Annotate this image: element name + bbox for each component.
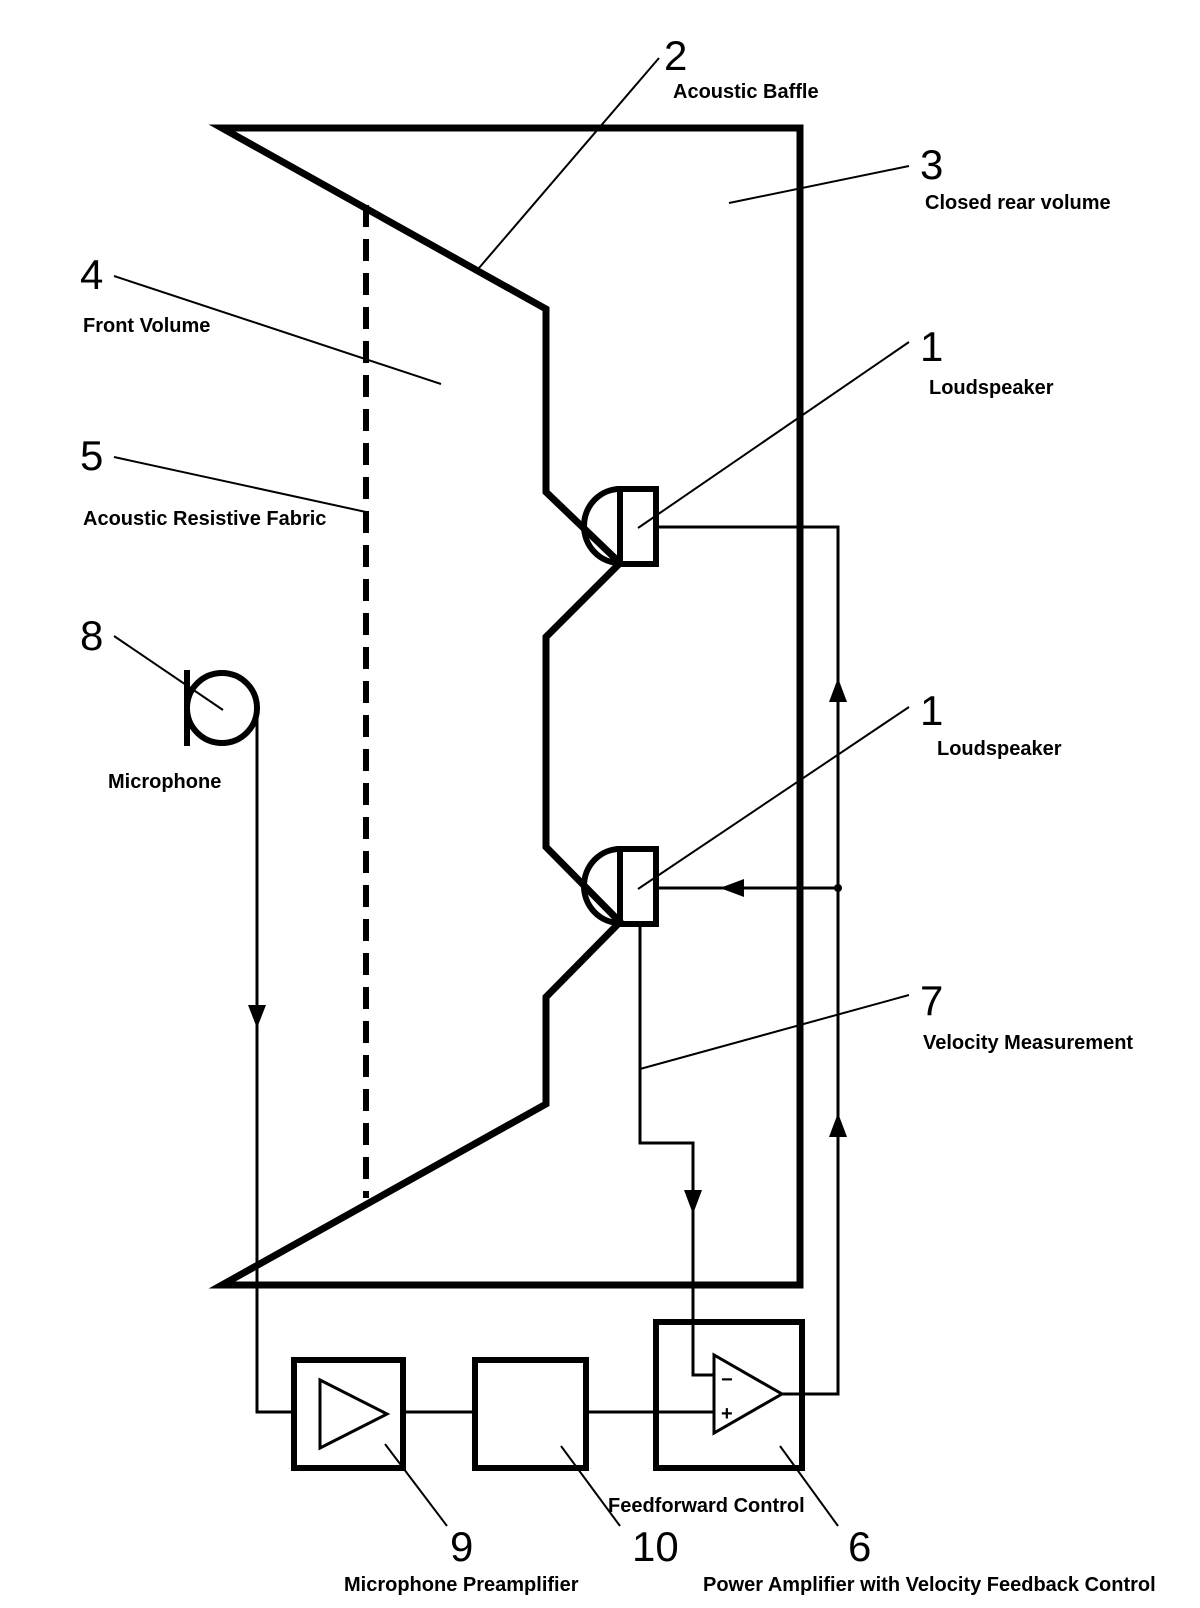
- power-amp-block: [653, 1319, 805, 1471]
- drive-arrow: [720, 879, 744, 897]
- callout-number-loudspeaker-top: 1: [920, 323, 943, 370]
- velocity-arrow: [684, 1190, 702, 1214]
- callout-number-microphone: 8: [80, 612, 103, 659]
- leader-preamp: [384, 1443, 448, 1527]
- mic-signal-arrow: [248, 1005, 266, 1028]
- loudspeaker-bottom: [581, 846, 659, 927]
- callout-label-feedforward: Feedforward Control: [608, 1495, 805, 1517]
- microphone-symbol: [184, 670, 260, 746]
- leader-loudspeaker-top: [637, 341, 910, 529]
- feedback-arrow-lower: [829, 1113, 847, 1137]
- leader-velocity: [639, 994, 910, 1070]
- callout-label-loudspeaker-bottom: Loudspeaker: [937, 738, 1062, 760]
- loudspeaker-top: [581, 486, 659, 567]
- leader-feedforward: [560, 1445, 621, 1527]
- callout-label-fabric: Acoustic Resistive Fabric: [83, 508, 326, 530]
- callout-number-rear-volume: 3: [920, 141, 943, 188]
- mic-signal-wire: [255, 708, 294, 1414]
- amp-output-wire: [656, 525, 840, 1396]
- callout-label-power-amp: Power Amplifier with Velocity Feedback C…: [703, 1574, 1156, 1596]
- feedback-arrow-upper: [829, 678, 847, 702]
- callout-number-front-volume: 4: [80, 251, 103, 298]
- callout-number-velocity: 7: [920, 977, 943, 1024]
- callout-label-microphone: Microphone: [108, 771, 221, 793]
- junction-dot: [834, 884, 842, 892]
- callout-label-loudspeaker-top: Loudspeaker: [929, 377, 1054, 399]
- callout-number-preamp: 9: [450, 1523, 473, 1570]
- feedforward-block: [472, 1357, 589, 1471]
- callout-label-baffle: Acoustic Baffle: [673, 81, 819, 103]
- callout-label-rear-volume: Closed rear volume: [925, 192, 1111, 214]
- callout-label-preamp: Microphone Preamplifier: [344, 1574, 579, 1596]
- callout-number-baffle: 2: [664, 32, 687, 79]
- leader-loudspeaker-bottom: [637, 706, 910, 890]
- callout-number-feedforward: 10: [632, 1523, 679, 1570]
- leader-baffle: [478, 57, 660, 269]
- leader-power-amp: [779, 1445, 839, 1527]
- preamp-block: [291, 1357, 406, 1471]
- velocity-measurement-wire: [638, 924, 714, 1377]
- opamp-triangle: [712, 1352, 786, 1436]
- leader-fabric: [113, 456, 367, 513]
- enclosure-outline: [208, 124, 804, 1289]
- leader-microphone: [113, 635, 224, 711]
- preamp-triangle: [318, 1377, 391, 1451]
- opamp-minus: −: [721, 1369, 733, 1391]
- leader-rear-volume: [728, 165, 910, 204]
- callout-number-fabric: 5: [80, 432, 103, 479]
- leader-front-volume: [113, 275, 442, 385]
- callout-number-loudspeaker-bottom: 1: [920, 687, 943, 734]
- opamp-plus: +: [721, 1403, 733, 1425]
- callout-label-front-volume: Front Volume: [83, 315, 210, 337]
- callout-label-velocity: Velocity Measurement: [923, 1032, 1133, 1054]
- callout-number-power-amp: 6: [848, 1523, 871, 1570]
